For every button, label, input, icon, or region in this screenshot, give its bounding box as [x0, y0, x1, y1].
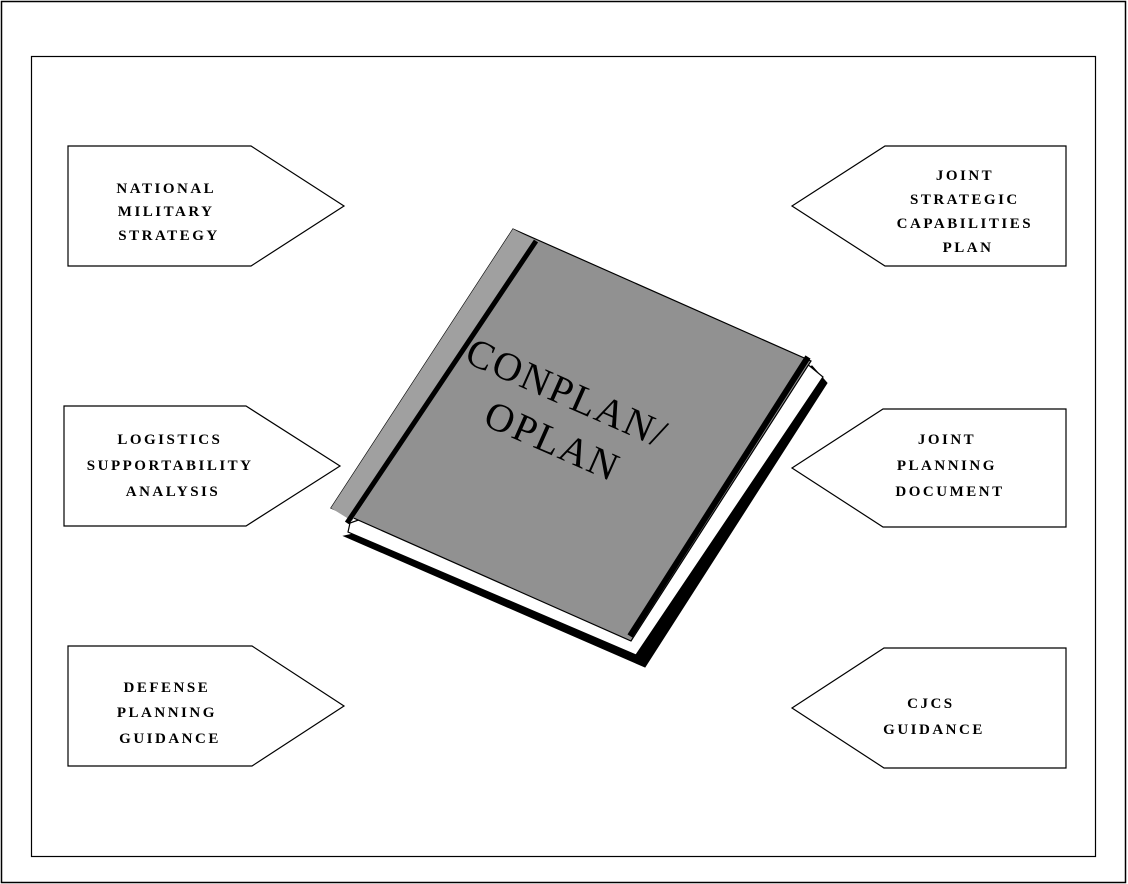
arrow-shape: [790, 145, 1067, 267]
input-box-defense-planning-guidance: DEFENSE PLANNING GUIDANCE: [67, 645, 346, 767]
svg-text:DEFENSE PLANNING G: DEFENSE PLANNING GUIDANCE: [117, 680, 223, 747]
box-label-line: JOINT: [936, 168, 994, 184]
box-label-line: GUIDANCE: [883, 722, 985, 738]
input-box-joint-planning-document: JOINT PLANNING DOCUMENT: [790, 408, 1067, 528]
arrow-shape: [790, 408, 1067, 528]
book-spine-right: [627, 355, 811, 638]
box-label-line: JOINT: [918, 432, 976, 448]
arrow-shape: [67, 645, 346, 767]
box-label-line: LOGISTICS: [117, 432, 222, 448]
box-label-line: PLAN: [943, 240, 994, 256]
box-label-line: CJCS: [907, 696, 955, 712]
arrow-shape: [67, 145, 346, 267]
input-box-cjcs-guidance: CJCS GUIDANCE: [790, 647, 1067, 769]
svg-text:NATIONAL MILITARY: NATIONAL MILITARY STRATEGY: [116, 181, 221, 244]
input-box-joint-strategic-capabilities-plan: JOINT STRATEGIC CAPABILITIES PLAN: [790, 145, 1067, 267]
box-label-line: SUPPORTABILITY: [87, 458, 253, 474]
box-label-line: PLANNING: [117, 705, 217, 721]
book-spine-left: [344, 239, 539, 525]
box-label-line: STRATEGY: [118, 228, 219, 244]
box-label-line: GUIDANCE: [119, 731, 221, 747]
svg-text:CJCS GUIDANCE: CJCS GUIDANCE: [883, 696, 985, 738]
box-label-line: MILITARY: [118, 204, 214, 220]
box-label-line: PLANNING: [897, 458, 997, 474]
arrow-shape: [63, 405, 342, 527]
svg-text:LOGISTICS SUPPORTABILITY: LOGISTICS SUPPORTABILITY ANALYSIS: [87, 432, 259, 500]
box-label-line: CAPABILITIES: [897, 216, 1033, 232]
input-box-logistics-supportability-analysis: LOGISTICS SUPPORTABILITY ANALYSIS: [63, 405, 342, 527]
box-label-line: NATIONAL: [116, 181, 215, 197]
box-label-line: STRATEGIC: [910, 192, 1020, 208]
conplan-oplan-book: CONPLAN/ OPLAN: [330, 228, 828, 668]
input-box-national-military-strategy: NATIONAL MILITARY STRATEGY: [67, 145, 346, 267]
svg-text:JOINT PLANNING DOC: JOINT PLANNING DOCUMENT: [895, 432, 1004, 500]
inner-frame: [30, 55, 1097, 858]
book-spine-band: [331, 229, 536, 521]
svg-text:JOINT STRATEGIC CA: JOINT STRATEGIC CAPABILITIES PLAN: [897, 168, 1040, 256]
arrow-shape: [790, 647, 1067, 769]
box-label-line: DOCUMENT: [895, 484, 1004, 500]
box-label-line: DEFENSE: [124, 680, 211, 696]
box-label-line: ANALYSIS: [126, 484, 220, 500]
